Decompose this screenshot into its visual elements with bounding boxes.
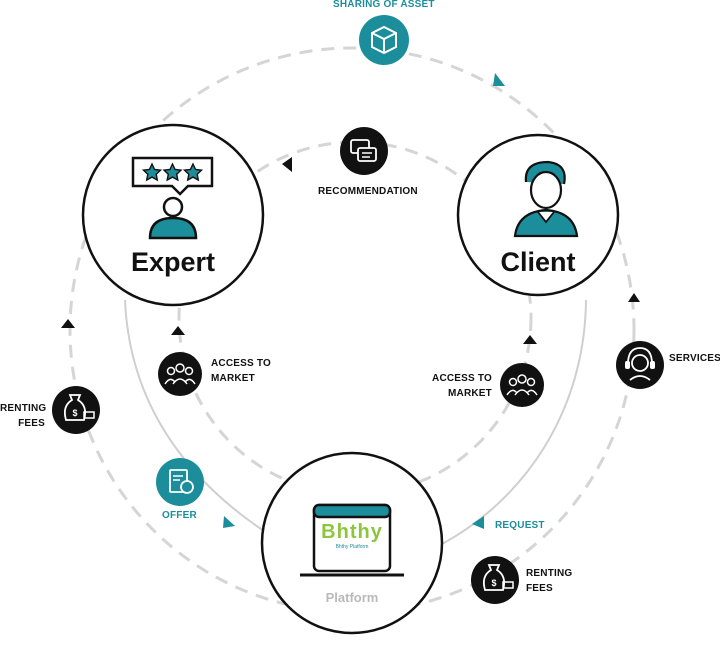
arrow-recommendation: [282, 157, 292, 172]
laptop-icon: [300, 503, 404, 577]
chat-bubbles-icon: [340, 127, 388, 175]
certificate-icon: [156, 458, 204, 506]
platform-node: [260, 451, 444, 635]
access-right-line2: MARKET: [448, 388, 492, 399]
client-node: [456, 133, 620, 297]
recommendation-label: RECOMMENDATION: [318, 186, 418, 197]
box-icon: [359, 15, 409, 65]
renting-right-line2: FEES: [526, 583, 553, 594]
platform-logo: Bhthy Bhthy Platform: [318, 521, 386, 551]
platform-label: Platform: [325, 590, 379, 605]
expert-rating-icon: [131, 156, 214, 240]
access-to-market-left-label: ACCESS TO MARKET: [211, 356, 271, 386]
arrow-request: [472, 516, 484, 529]
arrow-access-right: [523, 335, 537, 344]
arrow-access-left: [171, 326, 185, 335]
renting-right-line1: RENTING: [526, 568, 573, 579]
access-left-line1: ACCESS TO: [211, 358, 271, 369]
request-label: REQUEST: [495, 520, 545, 531]
arrow-services: [628, 293, 640, 302]
client-person-icon: [513, 160, 579, 238]
expert-node: [81, 123, 265, 307]
people-group-icon: [158, 352, 202, 396]
renting-left-line1: RENTING: [0, 403, 47, 414]
people-group-icon-right: [500, 363, 544, 407]
svg-text:$: $: [72, 408, 77, 418]
renting-fees-right-label: RENTING FEES: [526, 566, 572, 596]
access-to-market-right-label: ACCESS TO MARKET: [422, 371, 492, 401]
arrow-sharing: [493, 73, 505, 86]
renting-left-line2: FEES: [18, 418, 45, 429]
sharing-of-asset-label: SHARING OF ASSET: [333, 0, 435, 10]
expert-label: Expert: [130, 247, 216, 277]
access-right-line1: ACCESS TO: [432, 373, 492, 384]
arrow-offer: [223, 516, 235, 528]
expert-platform-solid-link: [124, 299, 279, 541]
arrow-renting-left: [61, 319, 75, 328]
platform-logo-subtext: Bhthy Platform: [335, 544, 369, 550]
money-bag-icon: $: [52, 386, 100, 434]
client-label: Client: [500, 247, 576, 277]
renting-fees-left-label: RENTING FEES: [0, 401, 47, 431]
offer-label: OFFER: [162, 510, 197, 521]
platform-logo-text: Bhthy: [321, 521, 383, 543]
svg-text:$: $: [491, 578, 496, 588]
headset-support-icon: [616, 341, 664, 389]
services-label: SERVICES: [669, 353, 720, 364]
money-bag-icon-right: $: [471, 556, 519, 604]
access-left-line2: MARKET: [211, 373, 255, 384]
client-platform-solid-link: [439, 299, 587, 546]
